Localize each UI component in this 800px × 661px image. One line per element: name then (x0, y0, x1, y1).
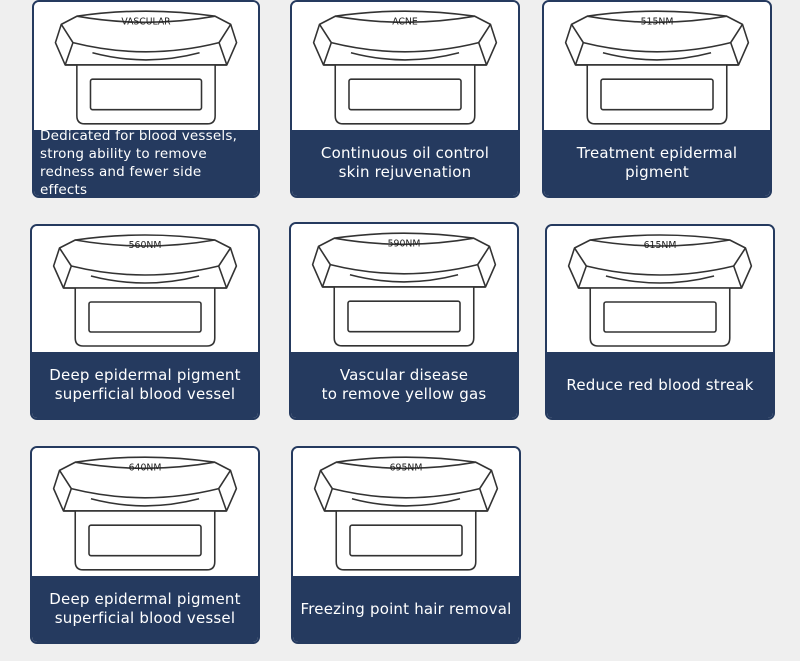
filter-label: 615NM (644, 240, 677, 251)
handpiece-filter-icon: ACNE (292, 2, 518, 134)
filter-caption: Treatment epidermal pigment (544, 130, 770, 196)
filter-caption: Reduce red blood streak (547, 352, 773, 418)
filter-label: ACNE (392, 16, 418, 27)
handpiece-filter-icon: 640NM (32, 448, 258, 580)
filter-label: 515NM (641, 16, 674, 27)
filter-label: 695NM (390, 462, 423, 473)
filter-card: ACNE Continuous oil control skin rejuvena… (290, 0, 520, 198)
filter-caption: Deep epidermal pigment superficial blood… (32, 352, 258, 418)
handpiece-filter-icon: 560NM (32, 226, 258, 356)
filter-label: 640NM (129, 462, 162, 473)
filter-caption: Continuous oil control skin rejuvenation (292, 130, 518, 196)
filter-card: 695NM Freezing point hair removal (291, 446, 521, 644)
handpiece-filter-icon: 695NM (293, 448, 519, 580)
filter-card: 515NM Treatment epidermal pigment (542, 0, 772, 198)
filter-caption: Freezing point hair removal (293, 576, 519, 642)
filter-label: VASCULAR (121, 16, 171, 27)
filter-label: 590NM (388, 238, 421, 249)
filter-label: 560NM (129, 240, 162, 251)
handpiece-filter-icon: VASCULAR (34, 2, 258, 134)
filter-card: 615NM Reduce red blood streak (545, 224, 775, 420)
handpiece-filter-icon: 615NM (547, 226, 773, 356)
filter-caption: Deep epidermal pigment superficial blood… (32, 576, 258, 642)
handpiece-filter-icon: 515NM (544, 2, 770, 134)
handpiece-filter-icon: 590NM (291, 224, 517, 356)
filter-card: 560NM Deep epidermal pigment superficial … (30, 224, 260, 420)
filter-caption: Vascular disease to remove yellow gas (291, 352, 517, 418)
filter-card: 640NM Deep epidermal pigment superficial … (30, 446, 260, 644)
filter-card: VASCULAR Dedicated for blood vessels, str… (32, 0, 260, 198)
filter-caption: Dedicated for blood vessels, strong abil… (34, 128, 258, 196)
filter-card: 590NM Vascular disease to remove yellow g… (289, 222, 519, 420)
